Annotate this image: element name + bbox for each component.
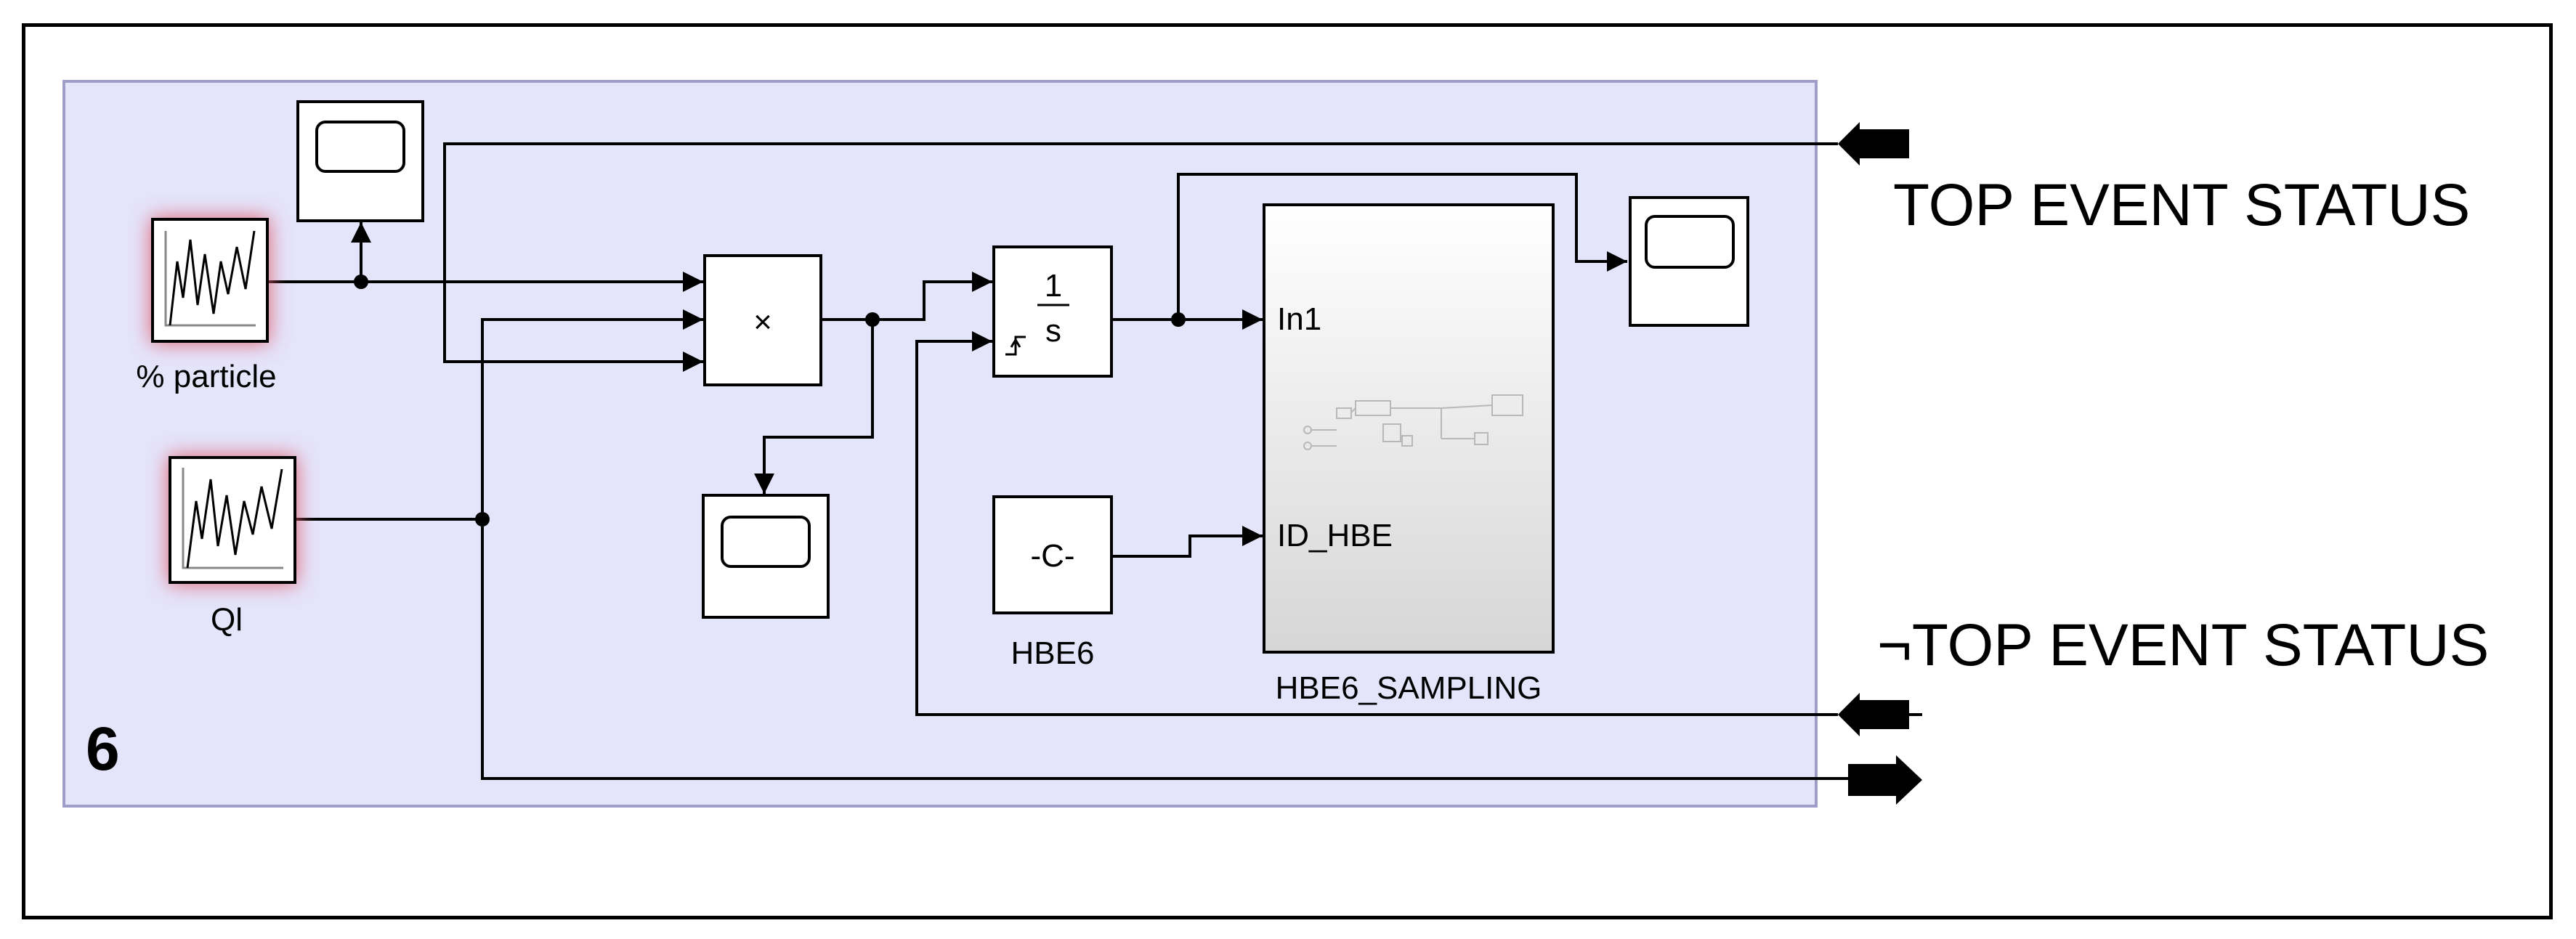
sampling-subsystem-block[interactable]: In1 ID_HBE HBE6_SAMPLING	[1263, 203, 1555, 706]
subsystem-number: 6	[86, 715, 120, 783]
constant-label: HBE6	[1011, 635, 1095, 671]
product-symbol: ×	[753, 304, 772, 340]
scope-block[interactable]	[1629, 196, 1749, 327]
junction-dot	[1171, 312, 1186, 327]
junction-dot	[865, 312, 880, 327]
ql-source-label: Ql	[211, 602, 243, 638]
port-in1-label: In1	[1277, 301, 1321, 337]
wire-product-to-integrator	[872, 272, 992, 321]
signal-wires	[269, 142, 1882, 780]
wire-top-event-to-product	[443, 142, 1838, 372]
output-port[interactable]	[1848, 755, 1922, 805]
junction-dot	[354, 275, 368, 289]
product-block[interactable]: ×	[703, 254, 822, 386]
top-event-status-inport[interactable]: TOP EVENT STATUS	[1838, 122, 2470, 238]
scope-icon	[721, 516, 811, 568]
integrator-block[interactable]: 1 s	[992, 245, 1113, 378]
inport-arrow-icon	[1838, 693, 1909, 736]
scope-icon	[315, 121, 405, 173]
wire-constant-to-sampling	[1111, 526, 1263, 558]
wire-ql-to-product	[481, 309, 703, 519]
particle-source-block[interactable]: % particle	[136, 218, 277, 394]
junction-dot	[475, 512, 490, 527]
integrator-numerator: 1	[1045, 268, 1062, 304]
scope-block[interactable]	[702, 494, 830, 619]
scope-block[interactable]	[296, 100, 424, 222]
rising-edge-icon	[1005, 336, 1026, 356]
sampling-subsystem-label: HBE6_SAMPLING	[1276, 670, 1542, 706]
not-top-event-status-inport[interactable]: ¬TOP EVENT STATUS	[1838, 612, 2489, 736]
port-id-label: ID_HBE	[1277, 518, 1393, 553]
signal-waveform-icon	[164, 230, 256, 327]
particle-source-label: % particle	[136, 359, 276, 394]
constant-value: -C-	[1030, 538, 1074, 574]
constant-block[interactable]: -C- HBE6	[992, 495, 1113, 671]
scope-icon	[1645, 215, 1735, 269]
wire-ql-to-output	[481, 519, 1882, 780]
wire-product-to-scope	[754, 320, 874, 494]
integrator-denominator: s	[1045, 313, 1061, 349]
ql-source-block[interactable]: Ql	[169, 456, 296, 638]
outport-arrow-icon	[1848, 755, 1922, 805]
top-event-status-label: TOP EVENT STATUS	[1893, 172, 2470, 238]
signal-waveform-icon	[182, 468, 283, 569]
inport-arrow-icon	[1838, 122, 1909, 166]
wire-integrator-to-scope	[1177, 173, 1627, 320]
wire-not-top-event-to-reset	[915, 331, 1838, 716]
subsystem-preview-icon	[1303, 394, 1523, 450]
not-top-event-status-label: ¬TOP EVENT STATUS	[1877, 612, 2489, 678]
